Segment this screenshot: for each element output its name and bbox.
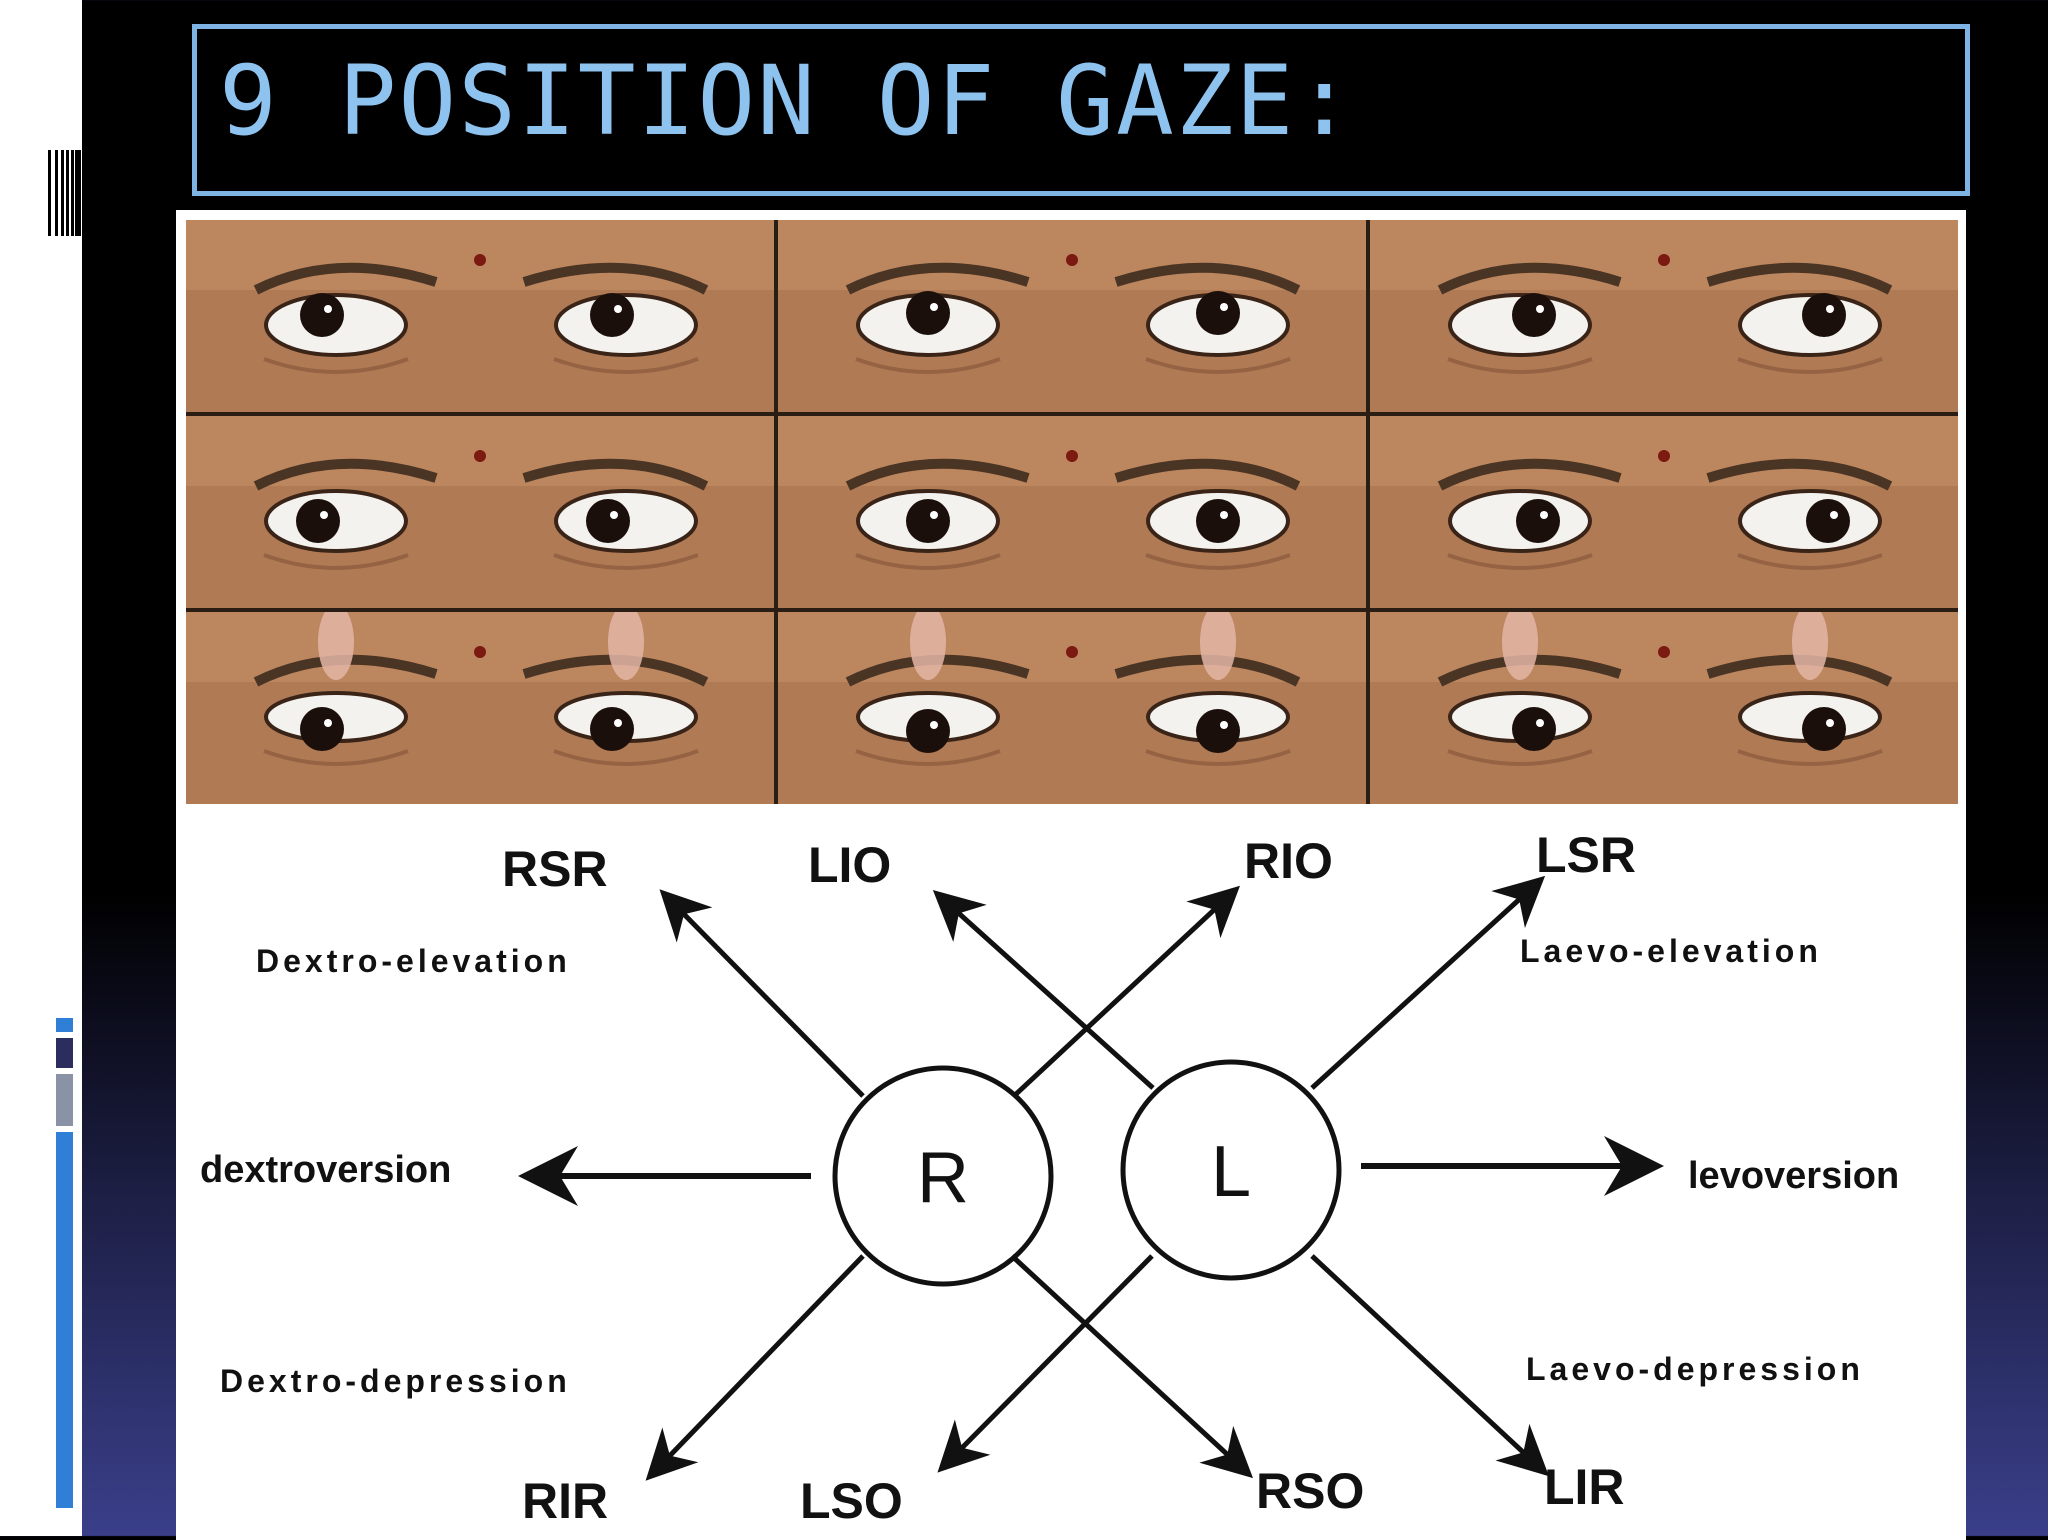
label-rir: RIR	[522, 1473, 608, 1529]
arrow-rio	[1012, 885, 1240, 1098]
content-frame: R L RSR LIO RIO LSR RIR LSO RSO LIR Dext…	[176, 210, 1966, 1540]
arrow-rso	[1010, 1254, 1254, 1479]
accent-bar-navy	[56, 1038, 73, 1068]
arrow-lir	[1310, 1254, 1549, 1477]
label-laevo-elevation: Laevo-elevation	[1520, 933, 1822, 969]
label-lio: LIO	[808, 837, 891, 893]
arrow-lsr	[1310, 875, 1546, 1090]
gaze-photo-right	[186, 416, 774, 608]
gaze-photo-primary	[778, 416, 1366, 608]
label-lso: LSO	[800, 1473, 903, 1529]
label-levoversion: levoversion	[1688, 1155, 1899, 1197]
gaze-diagram: R L RSR LIO RIO LSR RIR LSO RSO LIR Dext…	[186, 804, 1958, 1540]
accent-bar-gray	[56, 1074, 73, 1126]
label-rsr: RSR	[502, 841, 608, 897]
left-eye-circle	[1120, 1059, 1342, 1281]
right-eye-letter: R	[917, 1138, 969, 1218]
gaze-diagram-svg: R L RSR LIO RIO LSR RIR LSO RSO LIR Dext…	[200, 827, 1899, 1529]
label-dextroversion: dextroversion	[200, 1149, 451, 1191]
arrow-rir	[645, 1254, 865, 1481]
label-dextro-depression: Dextro-depression	[220, 1363, 571, 1399]
gaze-photo-up	[778, 220, 1366, 412]
slide-title: 9 POSITION OF GAZE:	[219, 45, 1356, 157]
label-lsr: LSR	[1536, 827, 1636, 883]
gaze-photo-down-left	[1370, 612, 1958, 804]
label-lir: LIR	[1544, 1459, 1625, 1515]
label-rso: RSO	[1256, 1463, 1364, 1519]
label-laevo-depression: Laevo-depression	[1526, 1351, 1864, 1387]
right-eye-circle	[832, 1065, 1054, 1287]
accent-bar-blue-top	[56, 1018, 73, 1032]
accent-bar-blue	[56, 1132, 73, 1508]
title-box: 9 POSITION OF GAZE:	[192, 24, 1970, 196]
label-rio: RIO	[1244, 833, 1333, 889]
gaze-photo-up-right	[186, 220, 774, 412]
left-decor-strip	[0, 0, 82, 1536]
label-dextro-elevation: Dextro-elevation	[256, 943, 571, 979]
arrow-rsr	[659, 889, 865, 1098]
arrow-lio	[932, 889, 1155, 1090]
left-eye-letter: L	[1211, 1132, 1251, 1212]
gaze-photo-down-right	[186, 612, 774, 804]
gaze-photo-down	[778, 612, 1366, 804]
decorative-lines	[48, 150, 82, 236]
arrow-lso	[937, 1254, 1154, 1473]
gaze-photo-grid	[186, 220, 1958, 804]
gaze-photo-up-left	[1370, 220, 1958, 412]
gaze-photo-left	[1370, 416, 1958, 608]
